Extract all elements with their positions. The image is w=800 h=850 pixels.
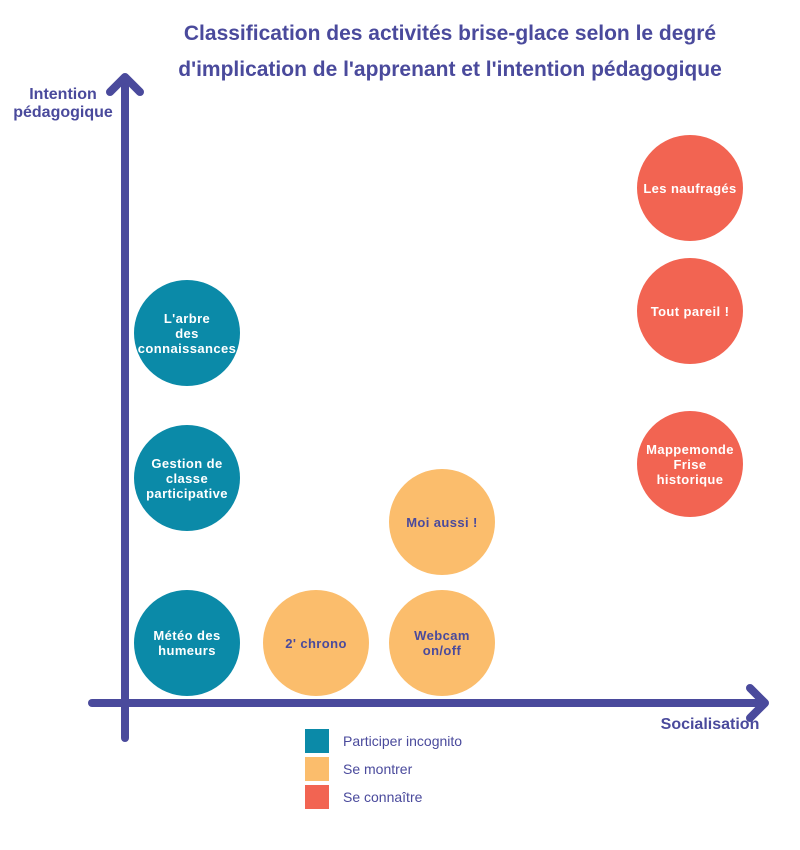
bubble-tout-pareil: Tout pareil ! bbox=[637, 258, 743, 364]
legend-label: Se connaître bbox=[343, 789, 423, 805]
bubble-2-chrono: 2' chrono bbox=[263, 590, 369, 696]
diagram-title-line-2: d'implication de l'apprenant et l'intent… bbox=[178, 58, 722, 81]
bubble-text: Webcam on/off bbox=[414, 628, 470, 658]
bubble-text-line: Webcam bbox=[414, 628, 470, 643]
bubble-text-line: on/off bbox=[422, 643, 462, 658]
bubble-les-naufrages: Les naufragés bbox=[637, 135, 743, 241]
bubble-text-line: Les naufragés bbox=[643, 180, 737, 196]
bubble-text-line: Frise bbox=[673, 456, 707, 472]
bubble-text: Gestion de classe participative bbox=[146, 456, 228, 501]
legend-label: Se montrer bbox=[343, 761, 413, 777]
bubble-text-line: participative bbox=[146, 485, 228, 501]
bubble-moi-aussi: Moi aussi ! bbox=[389, 469, 495, 575]
legend-swatch-red bbox=[305, 785, 329, 809]
bubble-text: Tout pareil ! bbox=[651, 304, 730, 319]
bubble-text-line: Météo des bbox=[153, 628, 221, 643]
y-axis-arrowhead bbox=[106, 73, 144, 96]
bubble-text: L'arbre des connaissances bbox=[138, 311, 236, 356]
bubble-text-line: 2' chrono bbox=[285, 635, 347, 651]
bubble-text-line: Tout pareil ! bbox=[650, 303, 730, 319]
bubble-meteo-des-humeurs: Météo des humeurs bbox=[134, 590, 240, 696]
bubble-text-line: historique bbox=[656, 471, 724, 487]
x-axis-arrowhead bbox=[746, 684, 769, 722]
bubble-text: Moi aussi ! bbox=[406, 515, 478, 530]
legend-label: Participer incognito bbox=[343, 733, 463, 749]
bubble-mappemonde-frise-historique: Mappemonde Frise historique bbox=[637, 411, 743, 517]
y-axis-label-line-2: pédagogique bbox=[13, 104, 113, 121]
bubble-text-line: Mappemonde bbox=[646, 441, 734, 457]
bubble-text-line: humeurs bbox=[158, 643, 216, 658]
bubble-text: 2' chrono bbox=[285, 636, 347, 651]
bubble-text: Météo des humeurs bbox=[153, 628, 220, 658]
bubble-text-line: Moi aussi ! bbox=[406, 514, 478, 530]
legend-item-se-montrer: Se montrer bbox=[305, 755, 462, 783]
bubble-text-line: Gestion de bbox=[151, 455, 223, 471]
bubble-gestion-de-classe-participative: Gestion de classe participative bbox=[134, 425, 240, 531]
legend-item-se-connaitre: Se connaître bbox=[305, 783, 462, 811]
legend: Participer incognito Se montrer Se conna… bbox=[305, 727, 462, 811]
y-axis-label: Intention pédagogique bbox=[4, 86, 122, 122]
bubble-text: Les naufragés bbox=[643, 181, 736, 196]
legend-swatch-orange bbox=[305, 757, 329, 781]
legend-item-participer-incognito: Participer incognito bbox=[305, 727, 462, 755]
legend-swatch-blue bbox=[305, 729, 329, 753]
bubble-text-line: connaissances bbox=[137, 340, 237, 356]
x-axis-label: Socialisation bbox=[660, 716, 760, 733]
diagram-title-line-1: Classification des activités brise-glace… bbox=[183, 22, 717, 45]
bubble-text: Mappemonde Frise historique bbox=[646, 442, 734, 487]
bubble-webcam-on-off: Webcam on/off bbox=[389, 590, 495, 696]
bubble-text-line: classe bbox=[165, 470, 209, 486]
bubble-text-line: des bbox=[175, 325, 199, 341]
bubble-text-line: L'arbre bbox=[163, 310, 211, 326]
bubble-arbre-des-connaissances: L'arbre des connaissances bbox=[134, 280, 240, 386]
y-axis-label-line-1: Intention bbox=[29, 86, 97, 103]
